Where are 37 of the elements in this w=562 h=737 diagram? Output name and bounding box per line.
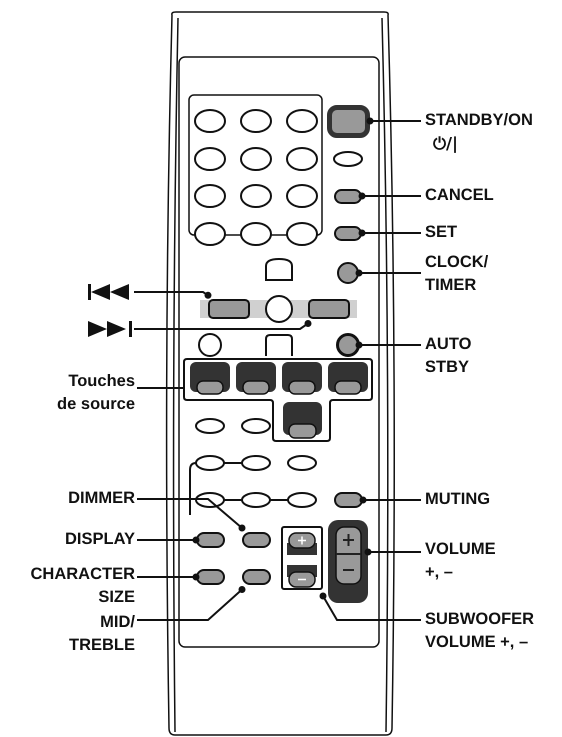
leader-line [358,230,421,236]
leader-line [364,548,421,556]
power-button [327,105,370,138]
skip-back-button [208,299,250,319]
leader-line [137,498,246,532]
source-button-group [183,358,373,442]
skip-forward-button [308,299,350,319]
leader-line [320,592,421,621]
leader-line [134,320,312,330]
callout-label: AUTO STBY [425,334,472,378]
callout-label: SUBWOOFER VOLUME +, – [425,609,536,653]
leader-line [137,586,246,621]
leader-line [366,118,421,124]
leader-line [360,496,421,504]
leader-line [134,291,212,299]
subwoofer-volume-buttons [281,526,323,590]
leader-line [137,574,200,580]
leader-line [356,342,421,348]
power-symbol-label: ⏻/| [432,133,460,155]
callout-label: SET [425,222,458,243]
leader-line [356,270,421,276]
callout-label: VOLUME +, – [425,539,497,583]
callout-label: DIMMER [67,488,135,509]
leader-line [137,536,200,544]
callout-label: CLOCK/ TIMER [425,252,490,296]
callout-label: MID/ TREBLE [68,612,135,656]
callout-label: Touches de source [56,371,135,415]
callout-label: CANCEL [425,185,495,206]
leader-line [137,387,183,389]
mid-treble-button [242,569,271,585]
leader-line [358,192,421,200]
callout-label: DISPLAY [64,529,135,550]
callout-label: MUTING [425,489,492,510]
callout-label: STANDBY/ON [425,110,534,131]
volume-rocker [328,520,368,603]
dimmer-button [242,532,271,548]
callout-label: CHARACTER SIZE [30,564,135,608]
